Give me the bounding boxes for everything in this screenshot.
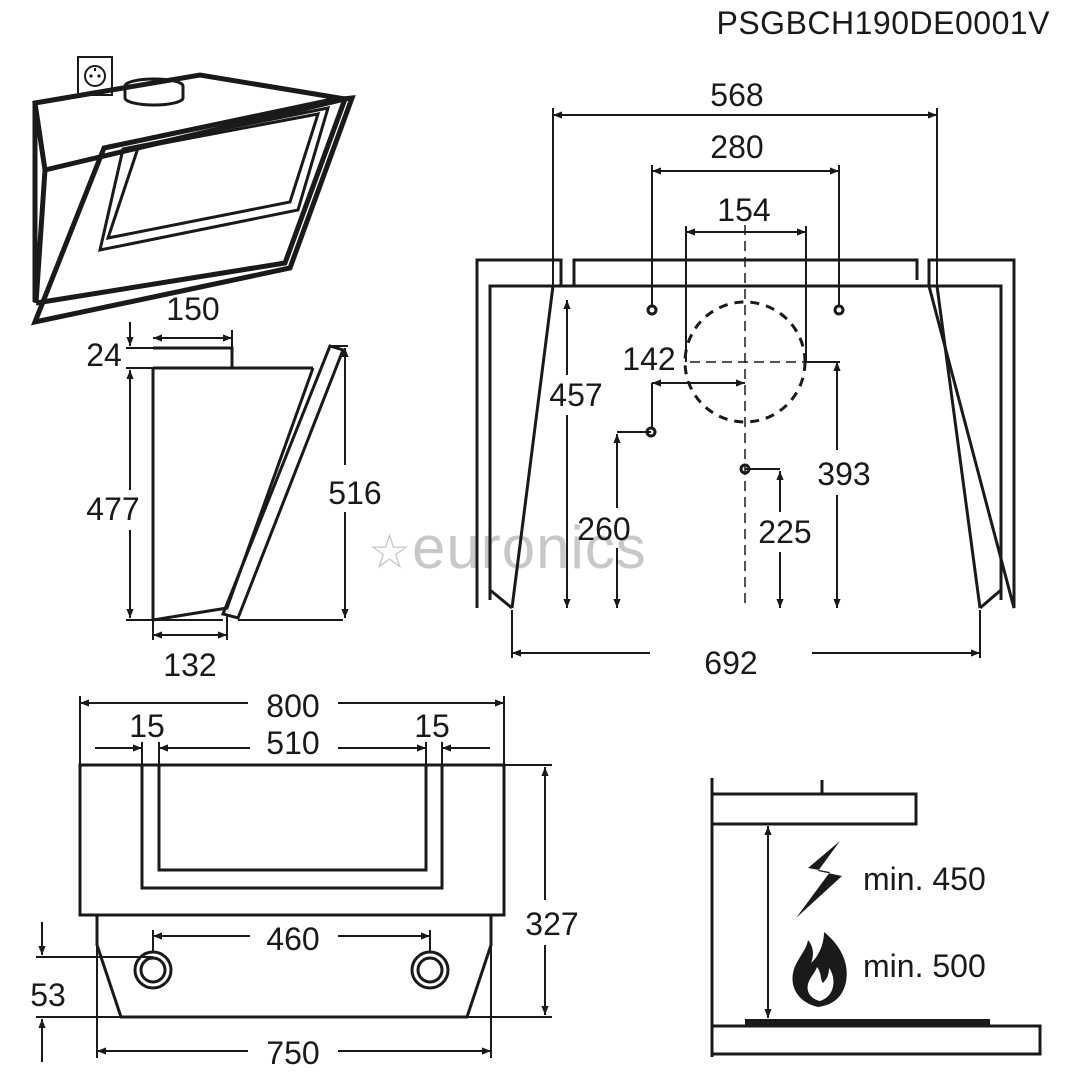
- model-code: PSGBCH190DE0001V: [716, 5, 1050, 41]
- front-view-glass: [78, 763, 506, 917]
- clearance-gas-label: min. 500: [863, 948, 986, 984]
- clearance-electric-label: min. 450: [863, 861, 986, 897]
- dim-front-15-right: 15: [414, 708, 450, 744]
- back-view-trapezoid: [510, 285, 982, 609]
- watermark-star-icon: ☆: [368, 526, 411, 579]
- front-view-light-right: [410, 950, 450, 990]
- clearance-hob: [710, 1024, 1042, 1056]
- dim-back-142: 142: [622, 341, 675, 377]
- hood-glass-inner: [98, 106, 331, 252]
- back-view: 568 280 154 142 457 393 260 225: [475, 77, 1016, 681]
- flame-icon: [792, 932, 847, 1007]
- front-view-body: [95, 915, 493, 1019]
- hood-glass-panel: [30, 95, 356, 326]
- dim-back-225: 225: [758, 514, 811, 550]
- side-view-glass: [220, 344, 345, 620]
- hood-glass-inner-2: [105, 112, 321, 240]
- perspective-view: [30, 56, 356, 326]
- dim-front-510: 510: [266, 725, 319, 761]
- dim-front-750: 750: [266, 1035, 319, 1071]
- dim-back-393: 393: [817, 456, 870, 492]
- side-view-outline: [151, 366, 315, 622]
- side-view-chimney: [153, 346, 234, 368]
- dim-back-457: 457: [549, 377, 602, 413]
- dim-front-800: 800: [266, 688, 319, 724]
- watermark-text: euronics: [412, 514, 647, 581]
- dim-front-53: 53: [30, 977, 66, 1013]
- clearance-view: min. 450 min. 500: [710, 778, 1042, 1057]
- dim-back-280: 280: [710, 129, 763, 165]
- dim-side-516: 516: [328, 475, 381, 511]
- dim-back-154: 154: [717, 192, 770, 228]
- dim-side-477: 477: [86, 491, 139, 527]
- dim-side-24: 24: [86, 337, 122, 373]
- power-socket-icon: [77, 56, 113, 96]
- dim-side-150: 150: [166, 291, 219, 327]
- lightning-icon: [796, 841, 842, 918]
- dim-back-260: 260: [577, 511, 630, 547]
- watermark: ☆ euronics: [368, 514, 647, 581]
- dim-front-460: 460: [266, 921, 319, 957]
- mounting-hole-top-left: [646, 298, 658, 316]
- dim-side-132: 132: [163, 647, 216, 683]
- clearance-hob-cooktop: [745, 1019, 990, 1027]
- dim-front-15-left: 15: [129, 708, 165, 744]
- mounting-hole-top-right: [833, 298, 845, 316]
- clearance-hood: [710, 792, 918, 826]
- dim-back-692: 692: [704, 645, 757, 681]
- back-view-inner: [488, 284, 1003, 600]
- front-view-window: [140, 765, 444, 890]
- dim-back-568: 568: [710, 77, 763, 113]
- side-view: 150 24 477 516 132: [86, 291, 381, 683]
- front-view: 800 15 510 15 327 460 53 75: [30, 688, 578, 1071]
- dim-front-327: 327: [525, 906, 578, 942]
